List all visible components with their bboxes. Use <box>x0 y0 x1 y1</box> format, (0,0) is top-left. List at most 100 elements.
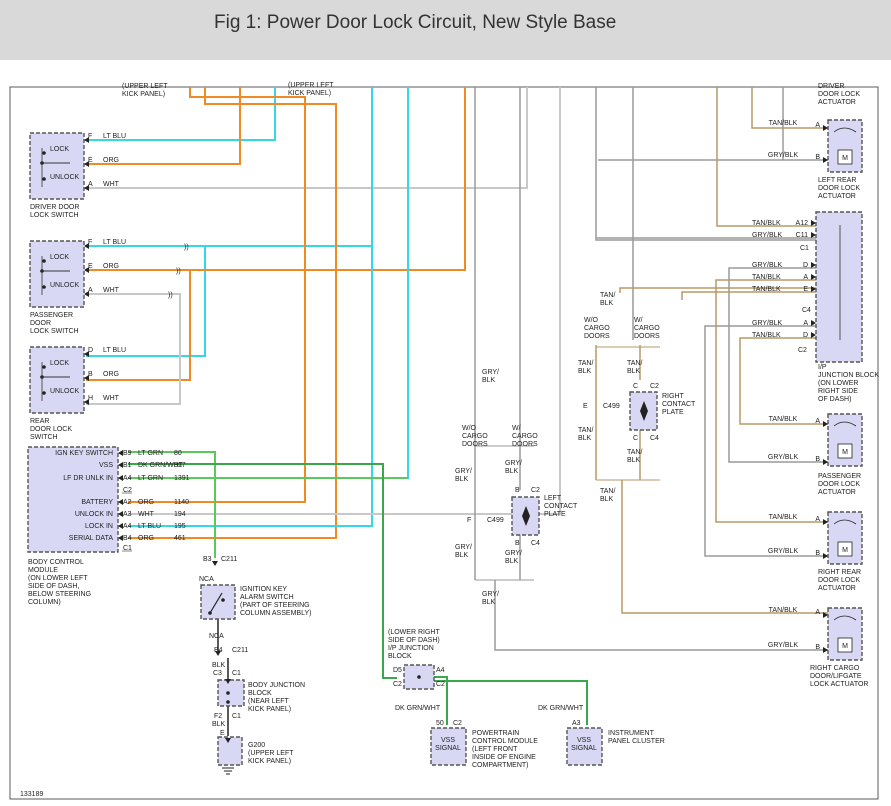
lc-b2: B <box>515 540 520 547</box>
motor-icon <box>837 443 853 459</box>
ipjb-right-wire: TAN/BLK <box>752 332 781 339</box>
wire-bcm-lock <box>128 246 373 527</box>
rc-wire-left-a: TAN/BLK <box>578 360 593 375</box>
junction-dot <box>417 675 421 679</box>
lc-wire-below-r: GRY/BLK <box>505 550 522 565</box>
rear-switch-pin-arrow <box>84 399 89 405</box>
ipjb-right-arrow <box>811 274 816 280</box>
actuator-b-wire: GRY/BLK <box>768 454 799 461</box>
splice-mark: )) <box>184 244 189 251</box>
rc-c: C <box>633 383 638 390</box>
rear-switch-lock-label: LOCK <box>50 360 69 367</box>
splice-mark: )) <box>176 268 181 275</box>
actuator-pin-a: A <box>815 122 820 129</box>
bcm-wire-label: LT GRN <box>138 475 163 482</box>
bcm-row-label: LF DR UNLK IN <box>63 475 113 482</box>
actuator-pin-arrow <box>823 459 828 465</box>
actuator-latch-icon <box>833 421 857 427</box>
rear-switch-wire-label: ORG <box>103 371 119 378</box>
bcm-circuit: 817 <box>174 462 186 469</box>
bcm-pin: A4 <box>123 523 132 530</box>
actuator-pin-b: B <box>815 644 820 651</box>
ipjb-right-c4: C4 <box>802 307 811 314</box>
ipc-wire-label: DK GRN/WHT <box>538 705 584 712</box>
lc-wire-left: GRY/BLK <box>455 468 472 483</box>
driver-switch-unlock-label: UNLOCK <box>50 174 80 181</box>
ipjb-right-wire: TAN/BLK <box>752 286 781 293</box>
actuator-pin-arrow <box>823 612 828 618</box>
junction-dot <box>226 691 230 695</box>
rc-c2: C2 <box>650 383 659 390</box>
wire-gryblk-rightcargo <box>494 580 830 651</box>
bcm-circuit: 80 <box>174 450 182 457</box>
wire-pass-org-rear <box>86 270 191 381</box>
wire-driver-wht <box>86 87 528 189</box>
driver-switch-wire-label: LT BLU <box>103 133 126 140</box>
ipjb-right-pin: E <box>803 286 808 293</box>
pcm-wire-label: DK GRN/WHT <box>395 705 441 712</box>
ipjb-right-pin: D <box>803 332 808 339</box>
passenger-switch-pin-A: A <box>88 287 93 294</box>
ipjb-right-arrow <box>811 220 816 226</box>
actuator-pin-b: B <box>815 154 820 161</box>
bcm-pin: A2 <box>123 499 132 506</box>
passenger-switch-pin-arrow <box>84 243 89 249</box>
driver-switch-pin-arrow <box>84 137 89 143</box>
wire-ipjb-a12 <box>716 87 816 227</box>
ipjb-a4: A4 <box>436 667 445 674</box>
bjb-f2: F2 <box>214 713 222 720</box>
rc-c4: C4 <box>650 435 659 442</box>
wire-rr-b <box>704 325 828 557</box>
passenger-switch-pin-arrow <box>84 267 89 273</box>
bcm-pin: B1 <box>123 462 132 469</box>
actuator-pin-arrow <box>823 553 828 559</box>
rear-switch-unlock-label: UNLOCK <box>50 388 80 395</box>
actuator-pin-a: A <box>815 609 820 616</box>
actuator-latch-icon <box>833 615 857 621</box>
ipjb-right-pin: A <box>803 320 808 327</box>
rear-switch-wire-label: WHT <box>103 395 120 402</box>
bjb-box <box>217 679 245 707</box>
lc-wire-bottom: GRY/BLK <box>482 591 499 606</box>
motor-icon-label: M <box>842 547 848 554</box>
wire-vss-ipc <box>434 680 588 725</box>
bcm-row-label: UNLOCK IN <box>75 511 113 518</box>
bcm-pin-arrow <box>118 535 123 541</box>
rc-c-bot: C <box>633 435 638 442</box>
ipjb-right-wire: TAN/BLK <box>752 220 781 227</box>
bjb-blk: BLK <box>212 721 226 728</box>
ipjb-c2a: C2 <box>393 681 402 688</box>
ign-b3: B3 <box>203 556 212 563</box>
wire-tanblk-rightcargo <box>621 480 830 614</box>
rc-wire-right-a: TAN/BLK <box>627 360 642 375</box>
rear-switch-pin-H: H <box>88 395 93 402</box>
diagram-frame <box>9 86 879 800</box>
wire-vss-pcm <box>434 676 448 725</box>
wire-ipjb-e <box>681 291 816 300</box>
junction-dot <box>42 259 46 263</box>
lc-top-wire: GRY/BLK <box>482 369 499 384</box>
wire-bcm-lfdr <box>128 87 409 479</box>
actuator-latch-icon <box>833 519 857 525</box>
wire-tanblk-rc-a <box>619 287 830 293</box>
bjb-e: E <box>220 730 225 737</box>
driver-switch-pin-E: E <box>88 157 93 164</box>
wire-pass-wht <box>86 293 181 405</box>
ipjb-right-wire: GRY/BLK <box>752 320 783 327</box>
passenger-switch-box <box>29 240 85 308</box>
rear-switch-box <box>29 346 85 414</box>
bcm-conn-c1: C1 <box>123 545 132 552</box>
ipjb-right-pin: D <box>803 262 808 269</box>
